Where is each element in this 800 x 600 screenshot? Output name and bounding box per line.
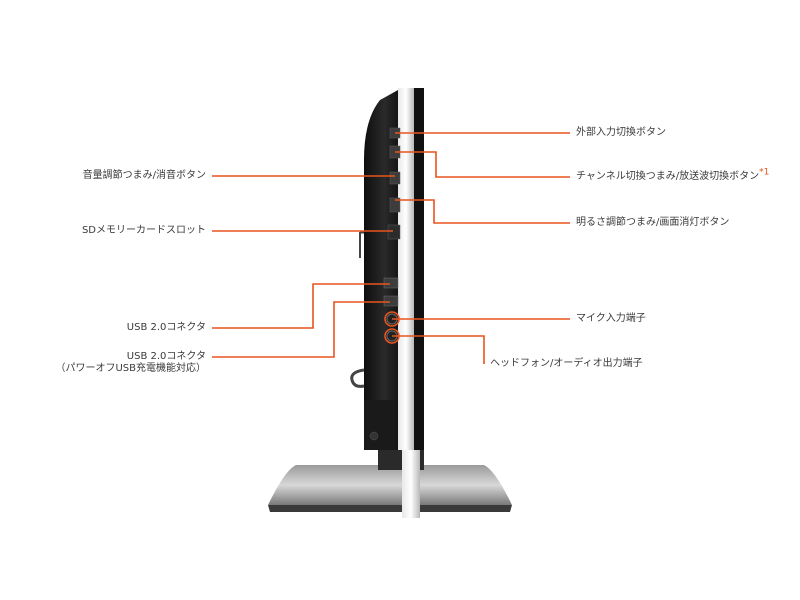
leader-usb-1 bbox=[212, 283, 390, 329]
label-usb-connector-2: USB 2.0コネクタ bbox=[126, 351, 206, 362]
label-usb-connector-2-note: （パワーオフUSB充電機能対応） bbox=[55, 363, 206, 374]
label-brightness-knob: 明るさ調節つまみ/画面消灯ボタン bbox=[576, 217, 730, 228]
label-usb-connector-1: USB 2.0コネクタ bbox=[126, 322, 206, 333]
label-mic-jack: マイク入力端子 bbox=[576, 313, 646, 324]
label-channel-knob-note: *1 bbox=[759, 167, 770, 178]
leader-headphone bbox=[392, 335, 485, 364]
stand-base bbox=[268, 465, 512, 512]
jack-rings bbox=[384, 311, 400, 344]
leader-usb-2 bbox=[212, 301, 390, 358]
label-channel-knob-text: チャンネル切換つまみ/放送波切換ボタン bbox=[576, 171, 760, 182]
device-front-edge bbox=[398, 88, 424, 518]
leader-brightness bbox=[395, 199, 570, 224]
device-back-body bbox=[364, 90, 398, 450]
label-sd-slot: SDメモリーカードスロット bbox=[81, 225, 206, 236]
label-channel-knob: チャンネル切換つまみ/放送波切換ボタン*1 bbox=[576, 167, 770, 183]
leader-channel bbox=[395, 151, 570, 178]
label-headphone-jack: ヘッドフォン/オーディオ出力端子 bbox=[490, 358, 643, 369]
label-external-input: 外部入力切換ボタン bbox=[576, 127, 666, 138]
leader-lines bbox=[212, 132, 570, 364]
label-volume-knob: 音量調節つまみ/消音ボタン bbox=[82, 170, 206, 181]
